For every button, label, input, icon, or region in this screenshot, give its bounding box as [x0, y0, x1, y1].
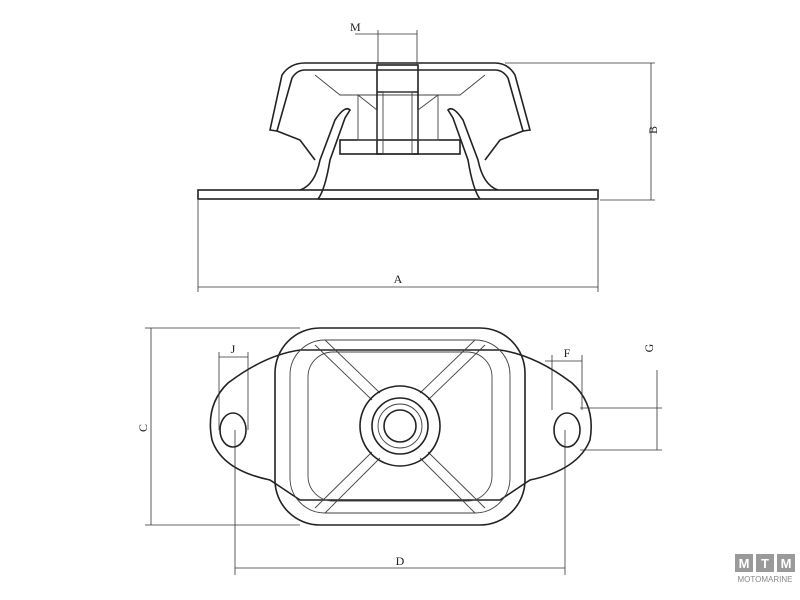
left-mount-hole	[219, 412, 247, 448]
section-view: M B A	[197, 20, 660, 292]
dim-label-g: G	[642, 343, 656, 352]
logo-letter: M	[739, 556, 750, 571]
dim-label-c: C	[136, 424, 150, 432]
right-mount-hole	[553, 412, 581, 448]
motomarine-logo: M T M MOTOMARINE	[735, 554, 795, 584]
center-hole	[383, 409, 417, 443]
left-bracket	[299, 107, 352, 200]
inner-plate	[339, 139, 461, 155]
dim-label-m: M	[350, 20, 361, 34]
logo-letter: M	[781, 556, 792, 571]
dim-label-d: D	[396, 554, 405, 568]
body	[274, 327, 526, 526]
base-plate	[209, 349, 592, 501]
right-bracket	[446, 107, 499, 200]
plan-view: C D J F G	[136, 327, 662, 575]
dim-label-f: F	[564, 346, 571, 360]
top-cap	[269, 62, 532, 132]
dim-label-j: J	[231, 342, 236, 356]
ribs	[314, 339, 486, 514]
logo-letter: T	[761, 556, 769, 571]
dim-label-a: A	[394, 272, 403, 286]
base-flange	[197, 189, 599, 200]
logo-text: MOTOMARINE	[738, 575, 793, 584]
center-boss	[359, 385, 441, 467]
dim-label-b: B	[646, 126, 660, 134]
